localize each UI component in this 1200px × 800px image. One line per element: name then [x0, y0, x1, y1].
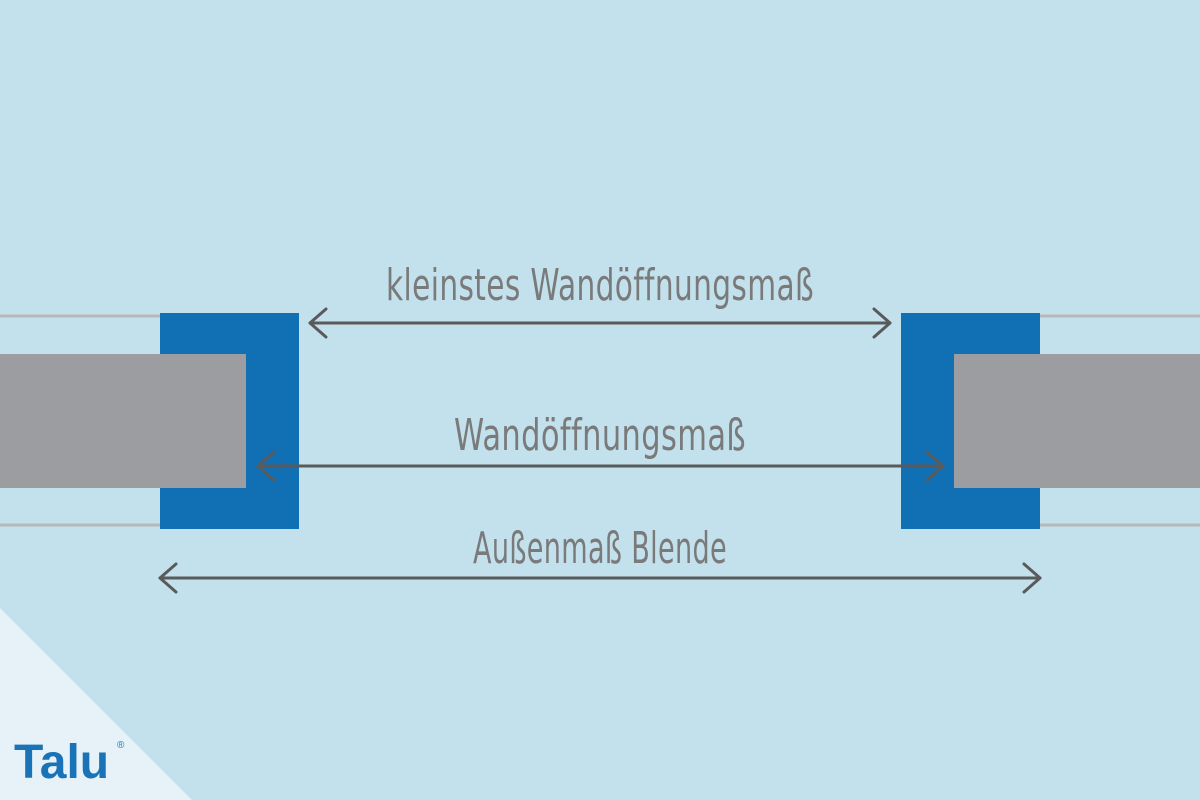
wall-left: [0, 354, 246, 488]
wall-right: [954, 354, 1200, 488]
label-wall-opening: Wandöffnungsmaß: [454, 410, 746, 461]
arrow-wall-opening: [256, 450, 945, 482]
logo-text: Talu: [14, 736, 109, 789]
label-smallest-opening: kleinstes Wandöffnungsmaß: [386, 260, 814, 311]
arrow-smallest-opening: [308, 307, 892, 339]
corner-triangle: [0, 608, 192, 800]
arrow-outer-dimension: [158, 562, 1042, 594]
label-outer-dimension: Außenmaß Blende: [473, 523, 727, 574]
logo-registered-mark: ®: [117, 740, 125, 751]
